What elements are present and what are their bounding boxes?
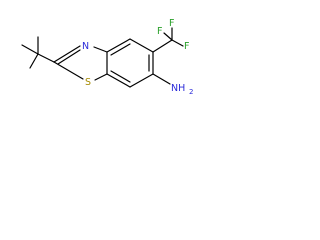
tert-butyl-group (21, 36, 55, 69)
bond-tbu-methyl-bottom (29, 53, 39, 69)
bond-tbu-methyl-left (21, 44, 39, 55)
bond-c2-s1 (53, 61, 84, 80)
bond-c7-c7a (106, 73, 131, 88)
bond-c4-c5 (129, 38, 154, 53)
atom-label-fluorine-right: F (184, 41, 189, 52)
bond-c6-nh2 (152, 73, 171, 85)
atom-label-fluorine-left: F (157, 26, 162, 37)
bond-n3-c3a (93, 46, 108, 53)
atom-label-amine-subscript: 2 (189, 88, 193, 96)
trifluoromethyl-group (152, 27, 184, 53)
bond-s1-c7a (94, 73, 108, 81)
bond-tbu-c2 (37, 53, 55, 63)
benzene-ring (106, 38, 154, 88)
bond-c3a-c4-inner (110, 43, 131, 56)
bond-c7-c7a-inner (110, 70, 131, 83)
atom-label-ring-nitrogen: N (82, 41, 89, 52)
bond-c2-n3-single (53, 45, 81, 63)
bond-cf3-f-right (171, 39, 184, 47)
bond-cf3-f-left (163, 32, 173, 41)
thiazole-ring (53, 45, 108, 81)
bond-c3a-c4 (106, 38, 131, 53)
bond-c2-n3-double (57, 49, 81, 65)
bond-c6-c7 (129, 73, 154, 88)
molecule-structure: N S F F F NH 2 (21, 18, 193, 96)
atom-label-amine-nitrogen: NH (171, 83, 185, 94)
atom-label-ring-sulfur: S (85, 77, 91, 88)
bond-c5-cf3 (152, 39, 173, 53)
atom-label-fluorine-top: F (169, 18, 174, 29)
